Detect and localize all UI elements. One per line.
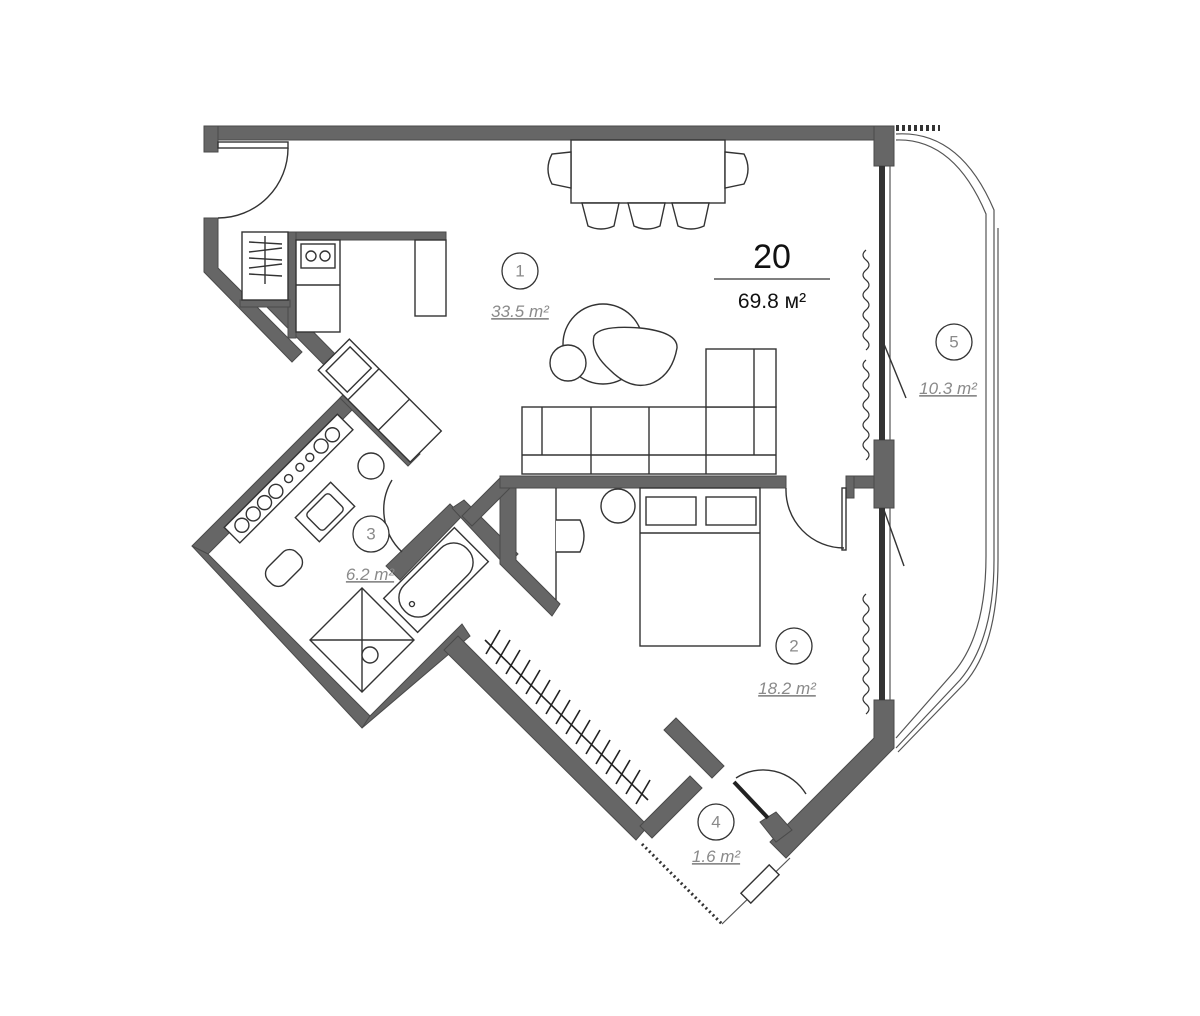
sofa-chaise [705,348,777,408]
pillow-right [705,496,757,526]
kitchen [295,239,447,464]
wall-top-left-stub [203,125,219,153]
bedroom-furniture [555,487,847,647]
closet-window-rail [640,842,724,926]
kitchen-island [414,239,447,317]
kitchen-diagonal-counter [317,338,443,464]
door-leaf [217,141,289,149]
room-number-circle [501,252,539,290]
wall-bath-nw [191,387,363,555]
wall-top [203,125,895,141]
windows-east [879,166,907,700]
chair-bottom-3 [671,202,710,230]
room-area: 1.6 m² [692,847,742,866]
room-number-circle [935,323,973,361]
closet-radiator [739,863,781,905]
bathtub [382,526,490,634]
dining-table [570,139,726,204]
room-number-circle [352,515,390,553]
pillow-left [645,496,697,526]
nightstand-round [600,488,636,524]
window-frame-lower [879,508,885,700]
room-number: 4 [711,813,720,832]
door-swing-arc [217,147,289,219]
balcony [895,125,999,753]
chair-bottom-1 [581,202,620,230]
wall-closet-door-jamb [759,811,793,843]
room-area: 6.2 m² [346,565,396,584]
wall-kitchen-top [289,231,447,241]
room-area: 10.3 m² [919,379,978,398]
balcony-inner-rail [895,139,987,739]
round-table-small [549,344,587,382]
wall-wardrobe [443,635,649,841]
room-area: 18.2 m² [758,679,817,698]
room-number: 2 [789,637,798,656]
wall-right-stub-down [845,475,855,499]
closet-room [640,769,807,926]
curtains [862,249,870,715]
room-label-1: 1 33.5 m² [491,252,550,321]
room-label-5: 5 10.3 m² [919,323,978,398]
toilet [264,548,304,588]
coffee-table [592,326,678,387]
desk-chair [556,519,585,553]
chair-bottom-2 [627,202,666,230]
chair-right [724,151,749,189]
window-frame-upper [879,166,885,440]
room-number-circle [775,627,813,665]
wall-top-right-corner [873,125,895,167]
apartment-total-area: 69.8 м² [738,290,806,313]
wall-storage-bottom [239,299,291,308]
wall-bedroom-left [499,479,561,617]
curtain-mid [862,359,870,461]
balcony-outer-rail [895,133,995,749]
room-number: 3 [366,525,375,544]
bathroom-sink [294,481,356,543]
living-furniture [521,303,777,475]
room-number: 1 [515,262,524,281]
walls [191,125,895,859]
bath-shelf [223,413,354,544]
curtain-lower [862,593,870,715]
wall-bath-se [361,623,471,729]
storage-hanger [241,231,289,301]
bathroom-fixtures [223,413,490,693]
wall-east-mid [873,439,895,509]
kitchen-sink-icon [325,345,373,394]
closet-door-arc [735,769,807,795]
room-area: 33.5 m² [491,302,550,321]
room-label-4: 4 1.6 m² [692,803,742,866]
room-label-3: 3 6.2 m² [346,515,396,584]
bathroom-door-arc [383,479,403,553]
wall-wardrobe-end [639,775,703,839]
washing-machine [357,452,385,480]
shower-drain [361,646,379,664]
wall-living-bedroom [499,475,787,489]
wall-east-bottom [769,699,895,859]
room-number: 5 [949,333,958,352]
dining-set [547,139,749,230]
entrance-door[interactable] [217,141,289,219]
bedroom-door-arc[interactable] [785,487,845,549]
room-label-2: 2 18.2 m² [758,627,817,698]
curtain-upper [862,249,870,351]
apartment-label: 20 69.8 м² [714,238,830,313]
wardrobe [484,629,651,805]
apartment-number: 20 [753,238,791,276]
wall-kitchen-left [287,231,297,339]
closet-sliding-door[interactable] [732,780,770,820]
wall-closet-top [663,717,725,779]
bedroom-door-leaf [841,487,847,551]
room-number-circle [697,803,735,841]
chair-left [547,151,572,189]
